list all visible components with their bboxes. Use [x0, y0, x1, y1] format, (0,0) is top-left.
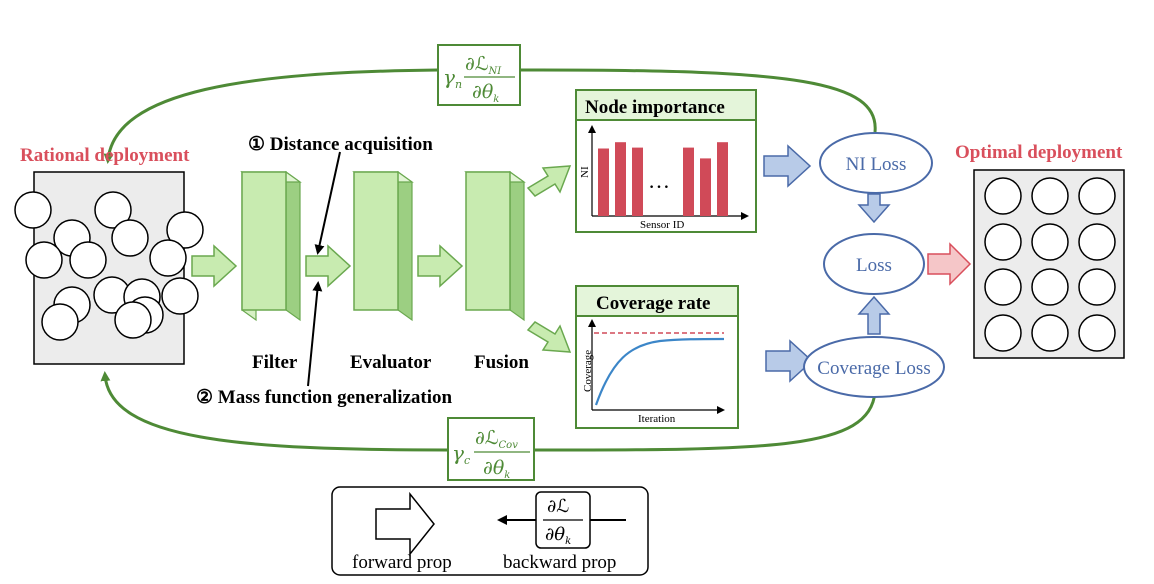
sensor-node [1078, 223, 1116, 261]
bottom-gradient-formula: γc ∂ℒCov ∂θk [447, 417, 535, 481]
sensor-node [114, 301, 152, 339]
coverage-rate-panel: Coverage rate Coverage Iteration [575, 285, 739, 429]
svg-text:∂θk: ∂θk [483, 457, 510, 481]
ni-bar [632, 147, 643, 216]
distance-acquisition-label: ① Distance acquisition [248, 134, 433, 155]
svg-text:∂ℒ: ∂ℒ [547, 496, 569, 517]
ni-axis-y-label: NI [579, 166, 591, 178]
sensor-node [14, 191, 52, 229]
sensor-node [984, 268, 1022, 306]
sensor-node [1031, 268, 1069, 306]
sensor-node [69, 241, 107, 279]
ni-bar [598, 148, 609, 216]
optimal-deployment-title: Optimal deployment [955, 142, 1123, 163]
coverage-loss-label: Coverage Loss [817, 358, 930, 379]
blue-arrow-coverage-to-loss [765, 339, 814, 383]
top-feedback-loop [520, 68, 877, 133]
mass-function-label: ② Mass function generalization [196, 387, 453, 408]
forward-arrow-fusion-to-node-importance [526, 165, 572, 197]
sensor-node [1078, 268, 1116, 306]
ni-loss-label: NI Loss [846, 154, 907, 175]
sensor-node [1031, 177, 1069, 215]
sensor-node [161, 277, 199, 315]
bottom-feedback-loop-left [100, 371, 449, 452]
evaluator-label: Evaluator [350, 352, 432, 373]
fusion-layer [464, 170, 526, 322]
mass-function-pointer [307, 281, 323, 387]
backward-prop-label: backward prop [503, 552, 616, 573]
coverage-axis-y-label: Coverage [582, 350, 594, 392]
sensor-node [111, 219, 149, 257]
blue-arrow-ni-to-loss [763, 144, 812, 188]
ni-ellipsis: … [648, 168, 670, 193]
ni-bar [700, 158, 711, 216]
sensor-node [94, 191, 132, 229]
bottom-feedback-loop [534, 391, 877, 452]
coverage-axis-x-label: Iteration [638, 413, 676, 425]
forward-arrow-fusion-to-coverage [526, 321, 572, 353]
sensor-node [166, 211, 204, 249]
blue-arrow-ni-loss-down [857, 193, 891, 224]
svg-text:∂θk: ∂θk [472, 81, 499, 105]
blue-arrow-coverage-loss-up [857, 295, 891, 335]
red-arrow-loss-to-optimal [927, 242, 972, 286]
coverage-rate-title: Coverage rate [596, 293, 710, 314]
ni-bars [598, 142, 728, 216]
coverage-loss-node [803, 336, 945, 398]
sensor-node [25, 241, 63, 279]
coverage-curve [594, 337, 725, 406]
legend: forward prop ∂ℒ ∂θk backward prop [331, 486, 649, 576]
forward-prop-label: forward prop [352, 552, 452, 573]
loss-label: Loss [856, 255, 892, 276]
forward-arrow-evaluator-to-fusion [417, 244, 464, 288]
svg-text:∂ℒNI: ∂ℒNI [465, 53, 502, 77]
fusion-label: Fusion [474, 352, 529, 373]
sensor-node [41, 303, 79, 341]
sensor-node [984, 223, 1022, 261]
ni-bar [717, 142, 728, 216]
ni-bar [683, 147, 694, 216]
node-importance-title: Node importance [585, 97, 725, 118]
ni-bar [615, 142, 626, 216]
sensor-node [1078, 177, 1116, 215]
filter-layer [240, 170, 302, 322]
rational-sensor-nodes [14, 191, 204, 341]
filter-label: Filter [252, 352, 298, 373]
top-feedback-loop-left [103, 68, 439, 164]
rational-deployment-title: Rational deployment [20, 145, 190, 166]
svg-text:γn: γn [443, 65, 462, 91]
sensor-node [1078, 314, 1116, 352]
sensor-node [1031, 223, 1069, 261]
sensor-node [984, 314, 1022, 352]
forward-prop-legend-arrow [375, 491, 435, 557]
forward-arrow-field-to-filter [191, 244, 238, 288]
forward-arrow-filter-to-evaluator [305, 244, 352, 288]
node-importance-panel: Node importance NI Sensor ID … [575, 89, 757, 233]
ni-loss-node [819, 132, 933, 194]
evaluator-layer [352, 170, 414, 322]
svg-text:∂θk: ∂θk [545, 524, 571, 547]
sensor-node [1031, 314, 1069, 352]
svg-text:γc: γc [452, 441, 470, 467]
sensor-node [984, 177, 1022, 215]
svg-text:∂ℒCov: ∂ℒCov [475, 427, 518, 451]
top-gradient-formula: γn ∂ℒNI ∂θk [437, 44, 521, 106]
ni-axis-x-label: Sensor ID [640, 219, 684, 231]
optimal-sensor-nodes [984, 177, 1116, 352]
loss-node [823, 233, 925, 295]
sensor-node [149, 239, 187, 277]
distance-acquisition-pointer [314, 151, 341, 255]
